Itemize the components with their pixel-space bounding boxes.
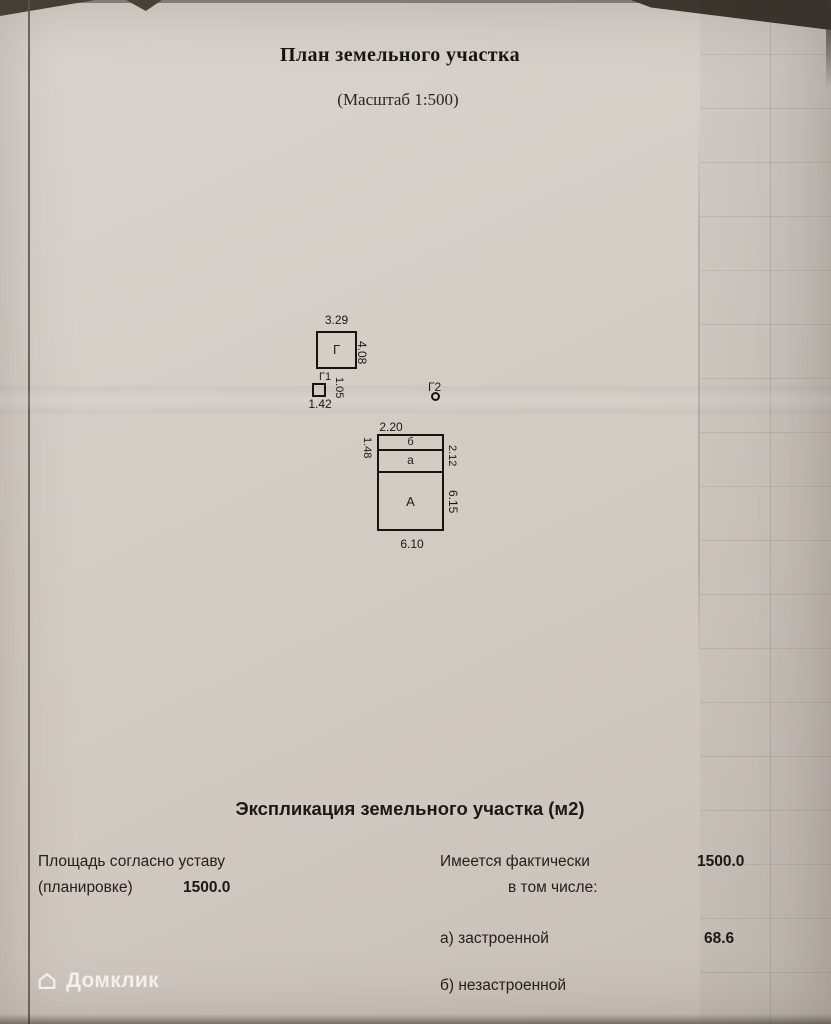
scan-edge-right xyxy=(826,0,831,90)
actual-area-label: Имеется фактически xyxy=(440,853,590,870)
page-showthrough-line xyxy=(770,0,771,1024)
page-title: План земельного участка xyxy=(279,44,521,66)
area-per-charter-value: 1500.0 xyxy=(183,879,231,896)
building-g2-label: Г2 xyxy=(428,380,442,394)
actual-area-value: 1500.0 xyxy=(697,853,745,870)
dimension-g1-width: 1.42 xyxy=(308,397,332,411)
area-per-plan-label: (планировке) xyxy=(38,879,133,896)
scan-notch-top xyxy=(126,0,162,11)
not-built-up-label: б) незастроенной xyxy=(440,977,567,994)
main-building-outline: б а А xyxy=(377,434,444,531)
building-g1-label: Г1 xyxy=(319,371,332,383)
dimension-main-left: 1.48 xyxy=(361,437,373,459)
dimension-g-width: 3.29 xyxy=(324,313,349,327)
explication-heading: Экспликация земельного участка (м2) xyxy=(235,798,585,819)
dimension-main-right-upper: 2.12 xyxy=(446,445,458,467)
section-b-label: б xyxy=(379,436,442,451)
built-up-label: а) застроенной xyxy=(440,930,549,947)
scan-edge-bottom xyxy=(0,1014,831,1024)
built-up-value: 68.6 xyxy=(704,930,735,947)
paper-fold-line xyxy=(698,120,700,680)
dimension-g1-height: 1.05 xyxy=(333,377,345,399)
section-a-label: а xyxy=(379,451,442,473)
section-main-label: А xyxy=(406,493,415,509)
scan-edge-left xyxy=(28,0,30,1024)
page-showthrough-right xyxy=(700,0,831,1024)
area-per-charter-label: Площадь согласно уставу xyxy=(38,853,226,870)
dimension-main-top: 2.20 xyxy=(379,420,403,434)
domklik-watermark: Домклик xyxy=(36,969,159,993)
including-label: в том числе: xyxy=(508,879,598,896)
building-g-label: Г xyxy=(332,342,341,357)
dimension-g-height: 4.08 xyxy=(355,341,369,365)
watermark-label: Домклик xyxy=(66,969,159,992)
dimension-main-bottom: 6.10 xyxy=(400,537,424,551)
house-icon xyxy=(36,970,58,992)
building-g1-outline xyxy=(312,383,326,397)
scan-edge-top xyxy=(0,0,831,3)
dimension-main-right-lower: 6.15 xyxy=(446,490,460,514)
scale-subtitle: (Масштаб 1:500) xyxy=(337,90,459,109)
building-g2-outline xyxy=(431,392,440,401)
building-g-outline: Г xyxy=(316,331,357,369)
paper-crease xyxy=(0,386,831,414)
